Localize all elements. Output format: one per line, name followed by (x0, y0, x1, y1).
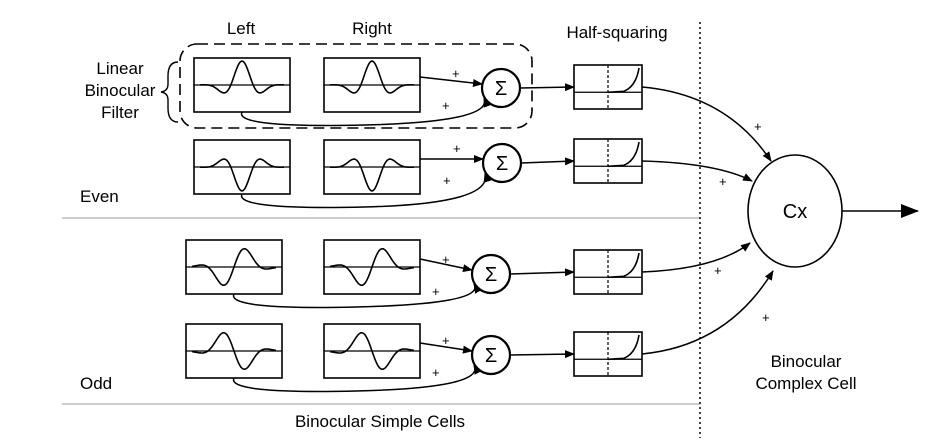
left-eye-receptive-field-wave (200, 158, 284, 192)
half-squaring-curve (607, 141, 640, 168)
summation-symbol: Σ (485, 264, 497, 286)
linear-binocular-filter-group (179, 43, 533, 129)
left-column-label: Left (227, 19, 256, 38)
plus-sign: + (442, 252, 450, 267)
sum-to-half-squaring-arrow (520, 157, 575, 166)
sum-to-half-squaring-arrow (509, 350, 575, 359)
left-to-sum-arrow (232, 364, 482, 393)
half-squaring-curve (607, 334, 640, 361)
filter-row: + + Σ + (185, 239, 751, 309)
half-squaring-label: Half-squaring (566, 23, 667, 42)
left-eye-receptive-field-wave (191, 248, 277, 286)
plus-sign: + (443, 173, 451, 188)
odd-group-label: Odd (80, 374, 112, 393)
right-to-sum-arrow (419, 342, 473, 354)
plus-sign: + (442, 98, 450, 113)
right-to-sum-arrow (419, 76, 483, 87)
half-squaring-to-complex-arrow (641, 242, 751, 273)
summation-symbol: Σ (496, 153, 508, 175)
plus-sign: + (754, 119, 762, 134)
filter-row: + + Σ + (185, 270, 774, 393)
left-to-sum-arrow (232, 283, 483, 309)
filter-row: + + Σ + (193, 57, 772, 162)
plus-sign: + (442, 333, 450, 348)
sum-to-half-squaring-arrow (519, 83, 575, 92)
complex-cell-label: Cx (783, 201, 807, 223)
plus-sign: + (432, 284, 440, 299)
half-squaring-to-complex-arrow (641, 160, 753, 182)
half-squaring-curve (607, 67, 640, 94)
filter-label-brace (160, 61, 179, 123)
filter-row: + + Σ + (193, 138, 753, 209)
summation-symbol: Σ (485, 345, 497, 367)
binocular-complex-cell-label-line2: Complex Cell (755, 374, 856, 393)
plus-sign: + (453, 141, 461, 156)
half-squaring-to-complex-arrow (641, 86, 772, 162)
plus-sign: + (714, 263, 722, 278)
linear-binocular-filter-label-line3: Filter (101, 103, 139, 122)
right-eye-receptive-field-wave (329, 248, 415, 286)
left-to-sum-arrow (240, 97, 492, 127)
linear-binocular-filter-label-line1: Linear (96, 59, 144, 78)
binocular-complex-cell-label-line1: Binocular (771, 352, 842, 371)
right-column-label: Right (352, 19, 392, 38)
linear-binocular-filter-label-line2: Binocular (85, 81, 156, 100)
binocular-simple-cells-label: Binocular Simple Cells (295, 412, 465, 431)
plus-sign: + (719, 174, 727, 189)
even-group-label: Even (80, 187, 119, 206)
right-eye-receptive-field-wave (329, 332, 415, 370)
half-squaring-curve (607, 252, 640, 279)
right-to-sum-arrow (419, 258, 473, 273)
sum-to-half-squaring-arrow (509, 268, 575, 277)
right-eye-receptive-field-wave (330, 158, 414, 192)
left-eye-receptive-field-wave (191, 332, 277, 370)
plus-sign: + (762, 310, 770, 325)
right-eye-receptive-field-wave (330, 60, 414, 94)
left-to-sum-arrow (240, 172, 492, 209)
filter-rows: + + Σ + + + Σ + + + Σ + + + Σ + (185, 57, 774, 393)
left-eye-receptive-field-wave (200, 60, 284, 94)
plus-sign: + (452, 66, 460, 81)
summation-symbol: Σ (495, 78, 507, 100)
half-squaring-to-complex-arrow (641, 270, 774, 355)
plus-sign: + (432, 365, 440, 380)
